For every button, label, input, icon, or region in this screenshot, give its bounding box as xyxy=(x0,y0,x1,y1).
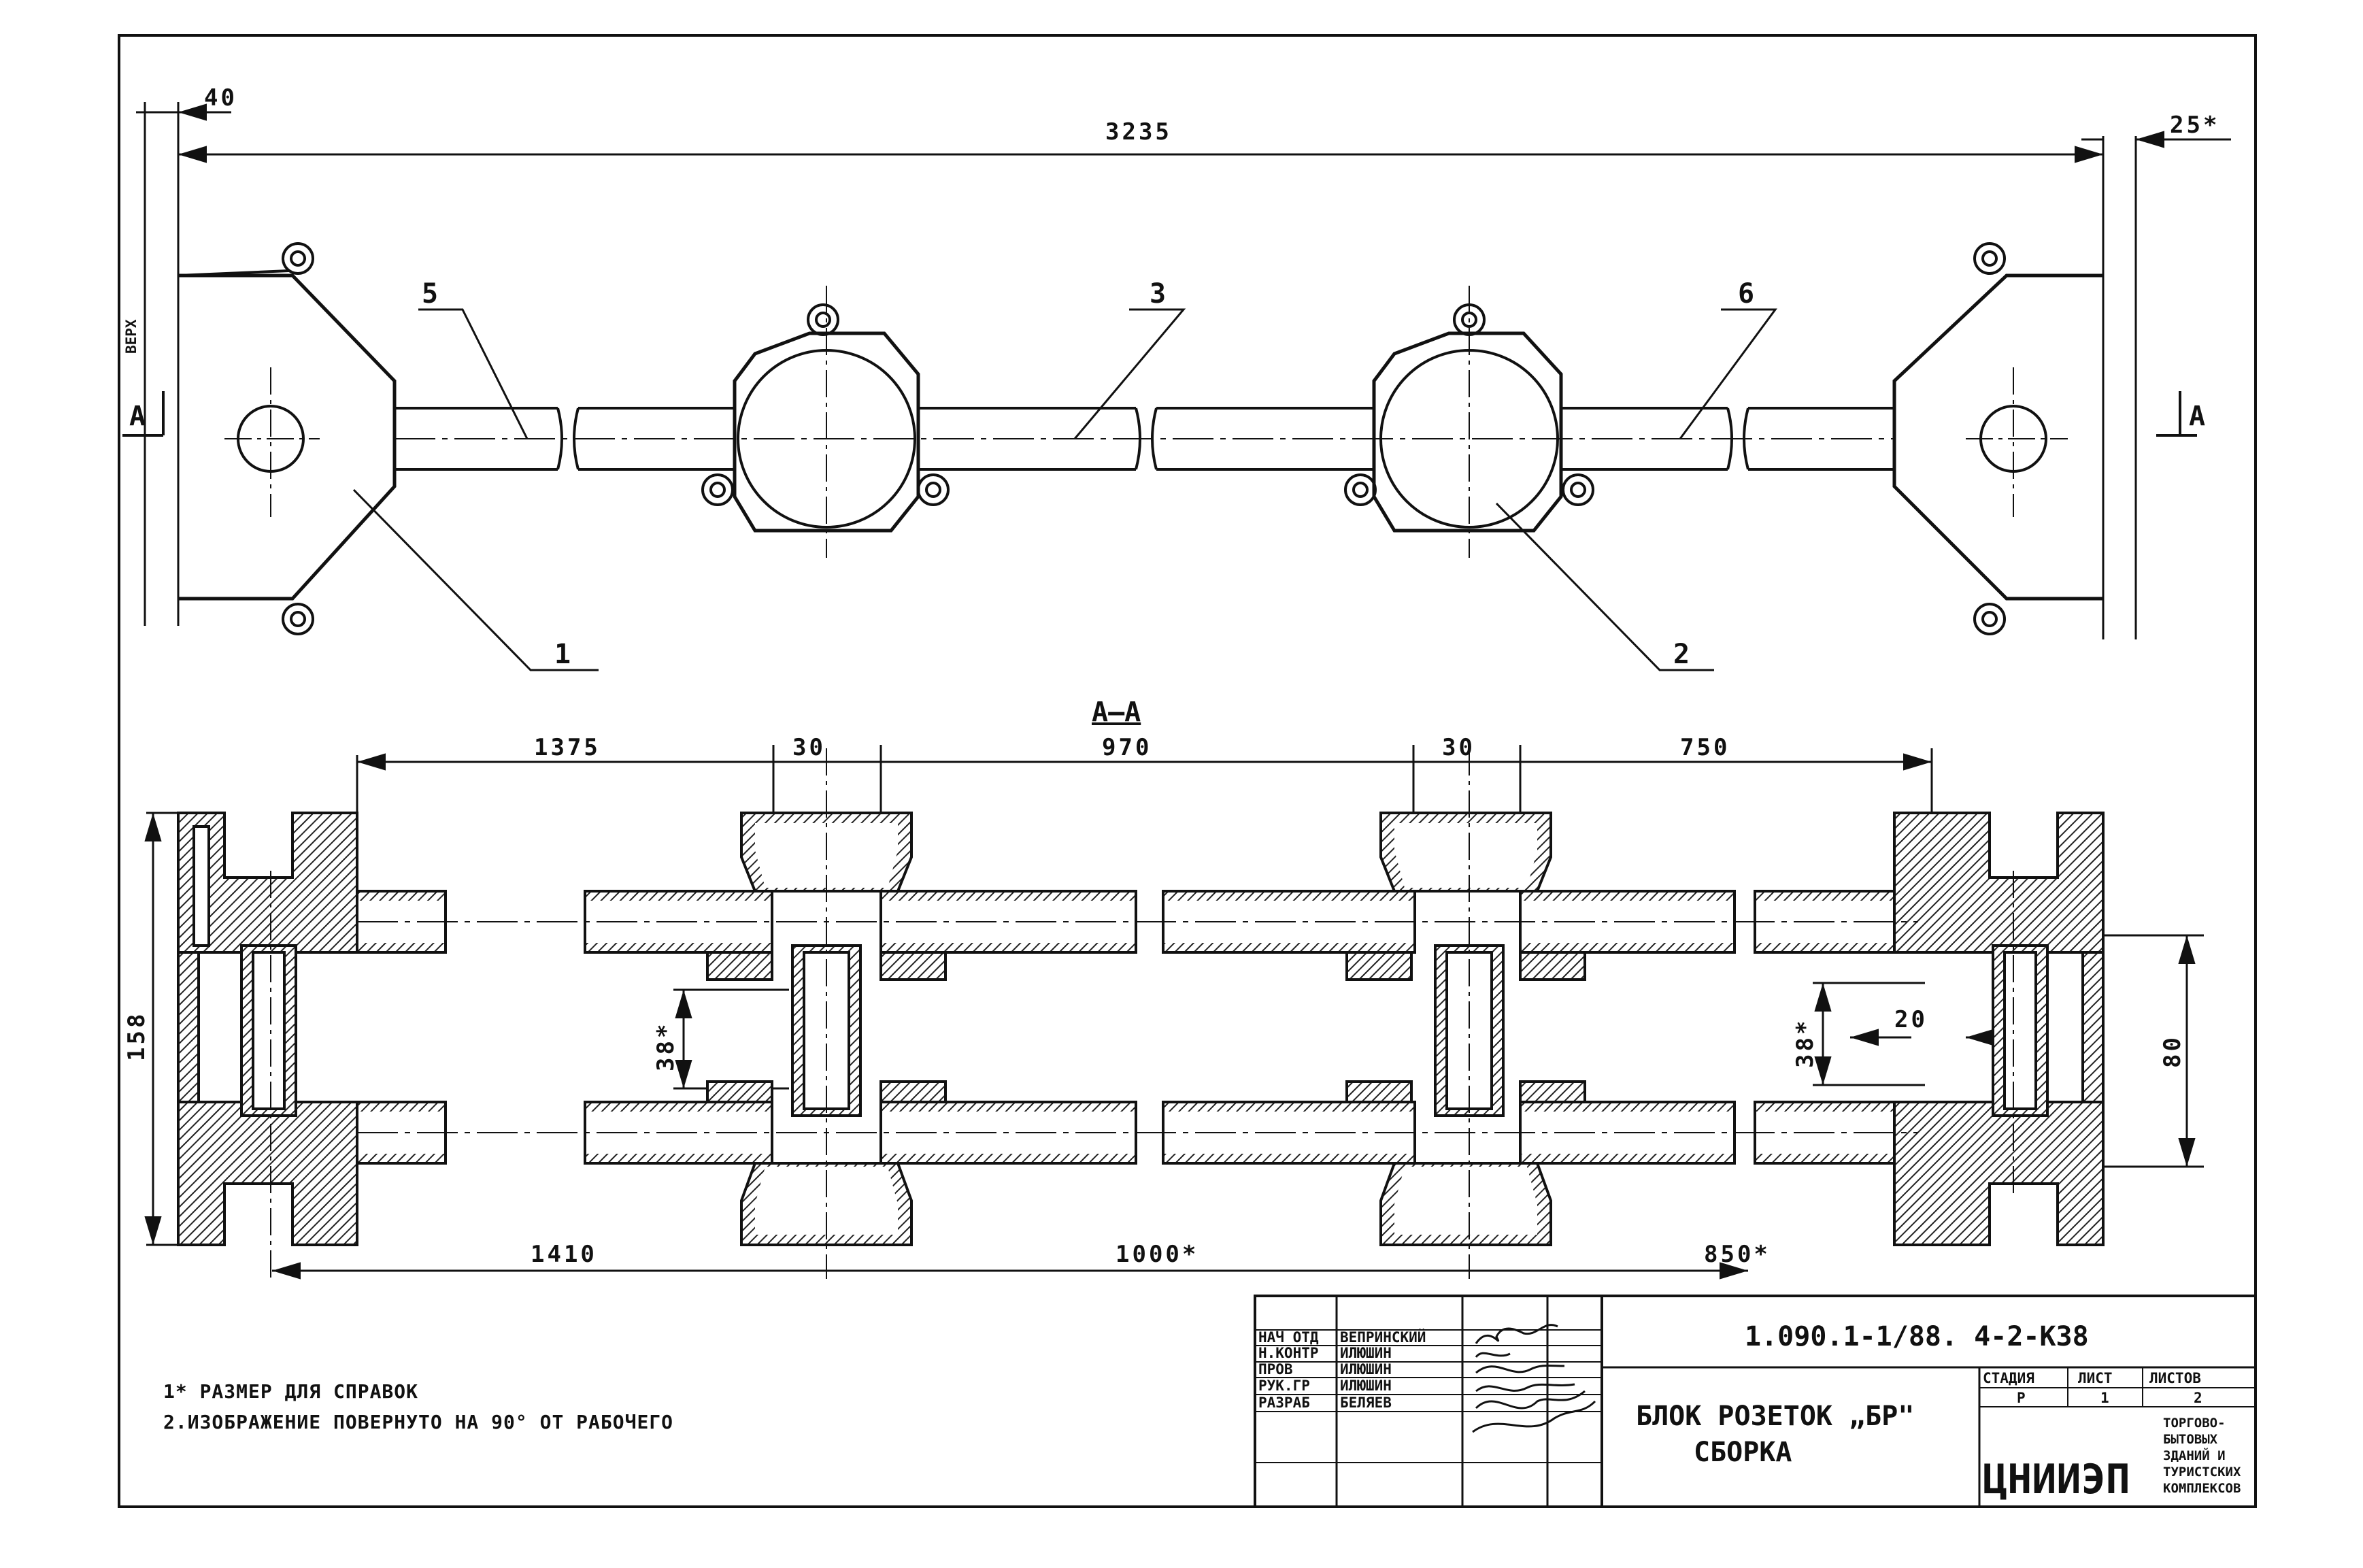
dim-750: 750 xyxy=(1680,734,1730,761)
section-mark-left: А xyxy=(129,401,146,432)
dim-top-left: 40 xyxy=(204,84,237,112)
sig-name-4: ИЛЮШИН xyxy=(1340,1378,1392,1394)
note-1: 1* РАЗМЕР ДЛЯ СПРАВОК xyxy=(163,1380,418,1403)
sheet-header: ЛИСТ xyxy=(2078,1370,2113,1386)
dim-158: 158 xyxy=(123,1012,150,1061)
dim-1000: 1000* xyxy=(1116,1241,1199,1268)
verkh-label: ВЕРХ xyxy=(123,319,139,354)
title-line-2: СБОРКА xyxy=(1694,1437,1792,1468)
position-6: 6 xyxy=(1738,278,1754,310)
sheet-frame xyxy=(118,34,2257,1508)
stage-header: СТАДИЯ xyxy=(1983,1370,2034,1386)
stage-value: Р xyxy=(2017,1390,2026,1406)
dim-top-right: 25* xyxy=(2170,112,2219,139)
org-sub-1: ТОРГОВО- xyxy=(2163,1416,2226,1431)
sig-name-1: ВЕПРИНСКИЙ xyxy=(1340,1329,1426,1346)
notes: 1* РАЗМЕР ДЛЯ СПРАВОК 2.ИЗОБРАЖЕНИЕ ПОВЕ… xyxy=(163,1380,673,1433)
sig-role-5: РАЗРАБ xyxy=(1258,1395,1310,1411)
plan-view xyxy=(122,102,2231,671)
org-sub-4: ТУРИСТСКИХ xyxy=(2163,1465,2241,1480)
section-view xyxy=(144,745,2204,1280)
org-sub-5: КОМПЛЕКСОВ xyxy=(2163,1481,2241,1496)
dim-970: 970 xyxy=(1102,734,1152,761)
org-sub-3: ЗДАНИЙ И xyxy=(2163,1448,2226,1463)
note-2: 2.ИЗОБРАЖЕНИЕ ПОВЕРНУТО НА 90° ОТ РАБОЧЕ… xyxy=(163,1411,673,1433)
position-5: 5 xyxy=(422,278,438,310)
sig-role-2: Н.КОНТР xyxy=(1258,1345,1319,1361)
position-2: 2 xyxy=(1673,639,1690,670)
dim-850: 850* xyxy=(1704,1241,1771,1268)
dim-top-overall: 3235 xyxy=(1105,118,1172,146)
org-sub-2: БЫТОВЫХ xyxy=(2163,1432,2218,1447)
signature-scribbles xyxy=(1472,1324,1596,1433)
dim-38-left: 38* xyxy=(652,1022,680,1071)
section-title: А–А xyxy=(1092,697,1141,728)
title-block xyxy=(1254,1295,2257,1508)
dim-30-a: 30 xyxy=(792,734,826,761)
view-labels: ВЕРХ А А А–А 1 2 3 5 6 xyxy=(123,278,2205,728)
dim-80: 80 xyxy=(2159,1035,2186,1068)
position-3: 3 xyxy=(1150,278,1166,310)
title-block-texts: НАЧ ОТД ВЕПРИНСКИЙ Н.КОНТР ИЛЮШИН ПРОВ И… xyxy=(1258,1321,2241,1503)
sheets-header: ЛИСТОВ xyxy=(2149,1370,2201,1386)
sig-name-5: БЕЛЯЕВ xyxy=(1340,1395,1392,1411)
dim-38-right: 38* xyxy=(1792,1018,1819,1068)
sig-role-3: ПРОВ xyxy=(1258,1361,1293,1378)
sig-role-1: НАЧ ОТД xyxy=(1258,1329,1319,1346)
document-code: 1.090.1-1/88. 4-2-К38 xyxy=(1745,1321,2089,1352)
org-name: ЦНИИЭП xyxy=(1983,1456,2130,1503)
section-mark-right: А xyxy=(2189,401,2205,432)
sheet-value: 1 xyxy=(2100,1390,2109,1406)
sig-name-3: ИЛЮШИН xyxy=(1340,1361,1392,1378)
sig-role-4: РУК.ГР xyxy=(1258,1378,1310,1394)
title-line-1: БЛОК РОЗЕТОК „БР" xyxy=(1636,1401,1914,1432)
dim-1410: 1410 xyxy=(531,1241,597,1268)
position-1: 1 xyxy=(554,639,571,670)
sig-name-2: ИЛЮШИН xyxy=(1340,1345,1392,1361)
sheets-value: 2 xyxy=(2194,1390,2202,1406)
dim-1375: 1375 xyxy=(534,734,601,761)
dim-20: 20 xyxy=(1894,1006,1928,1033)
dimension-texts: 40 3235 25* 1375 30 970 30 750 1410 1000… xyxy=(123,84,2219,1268)
dim-30-b: 30 xyxy=(1442,734,1475,761)
